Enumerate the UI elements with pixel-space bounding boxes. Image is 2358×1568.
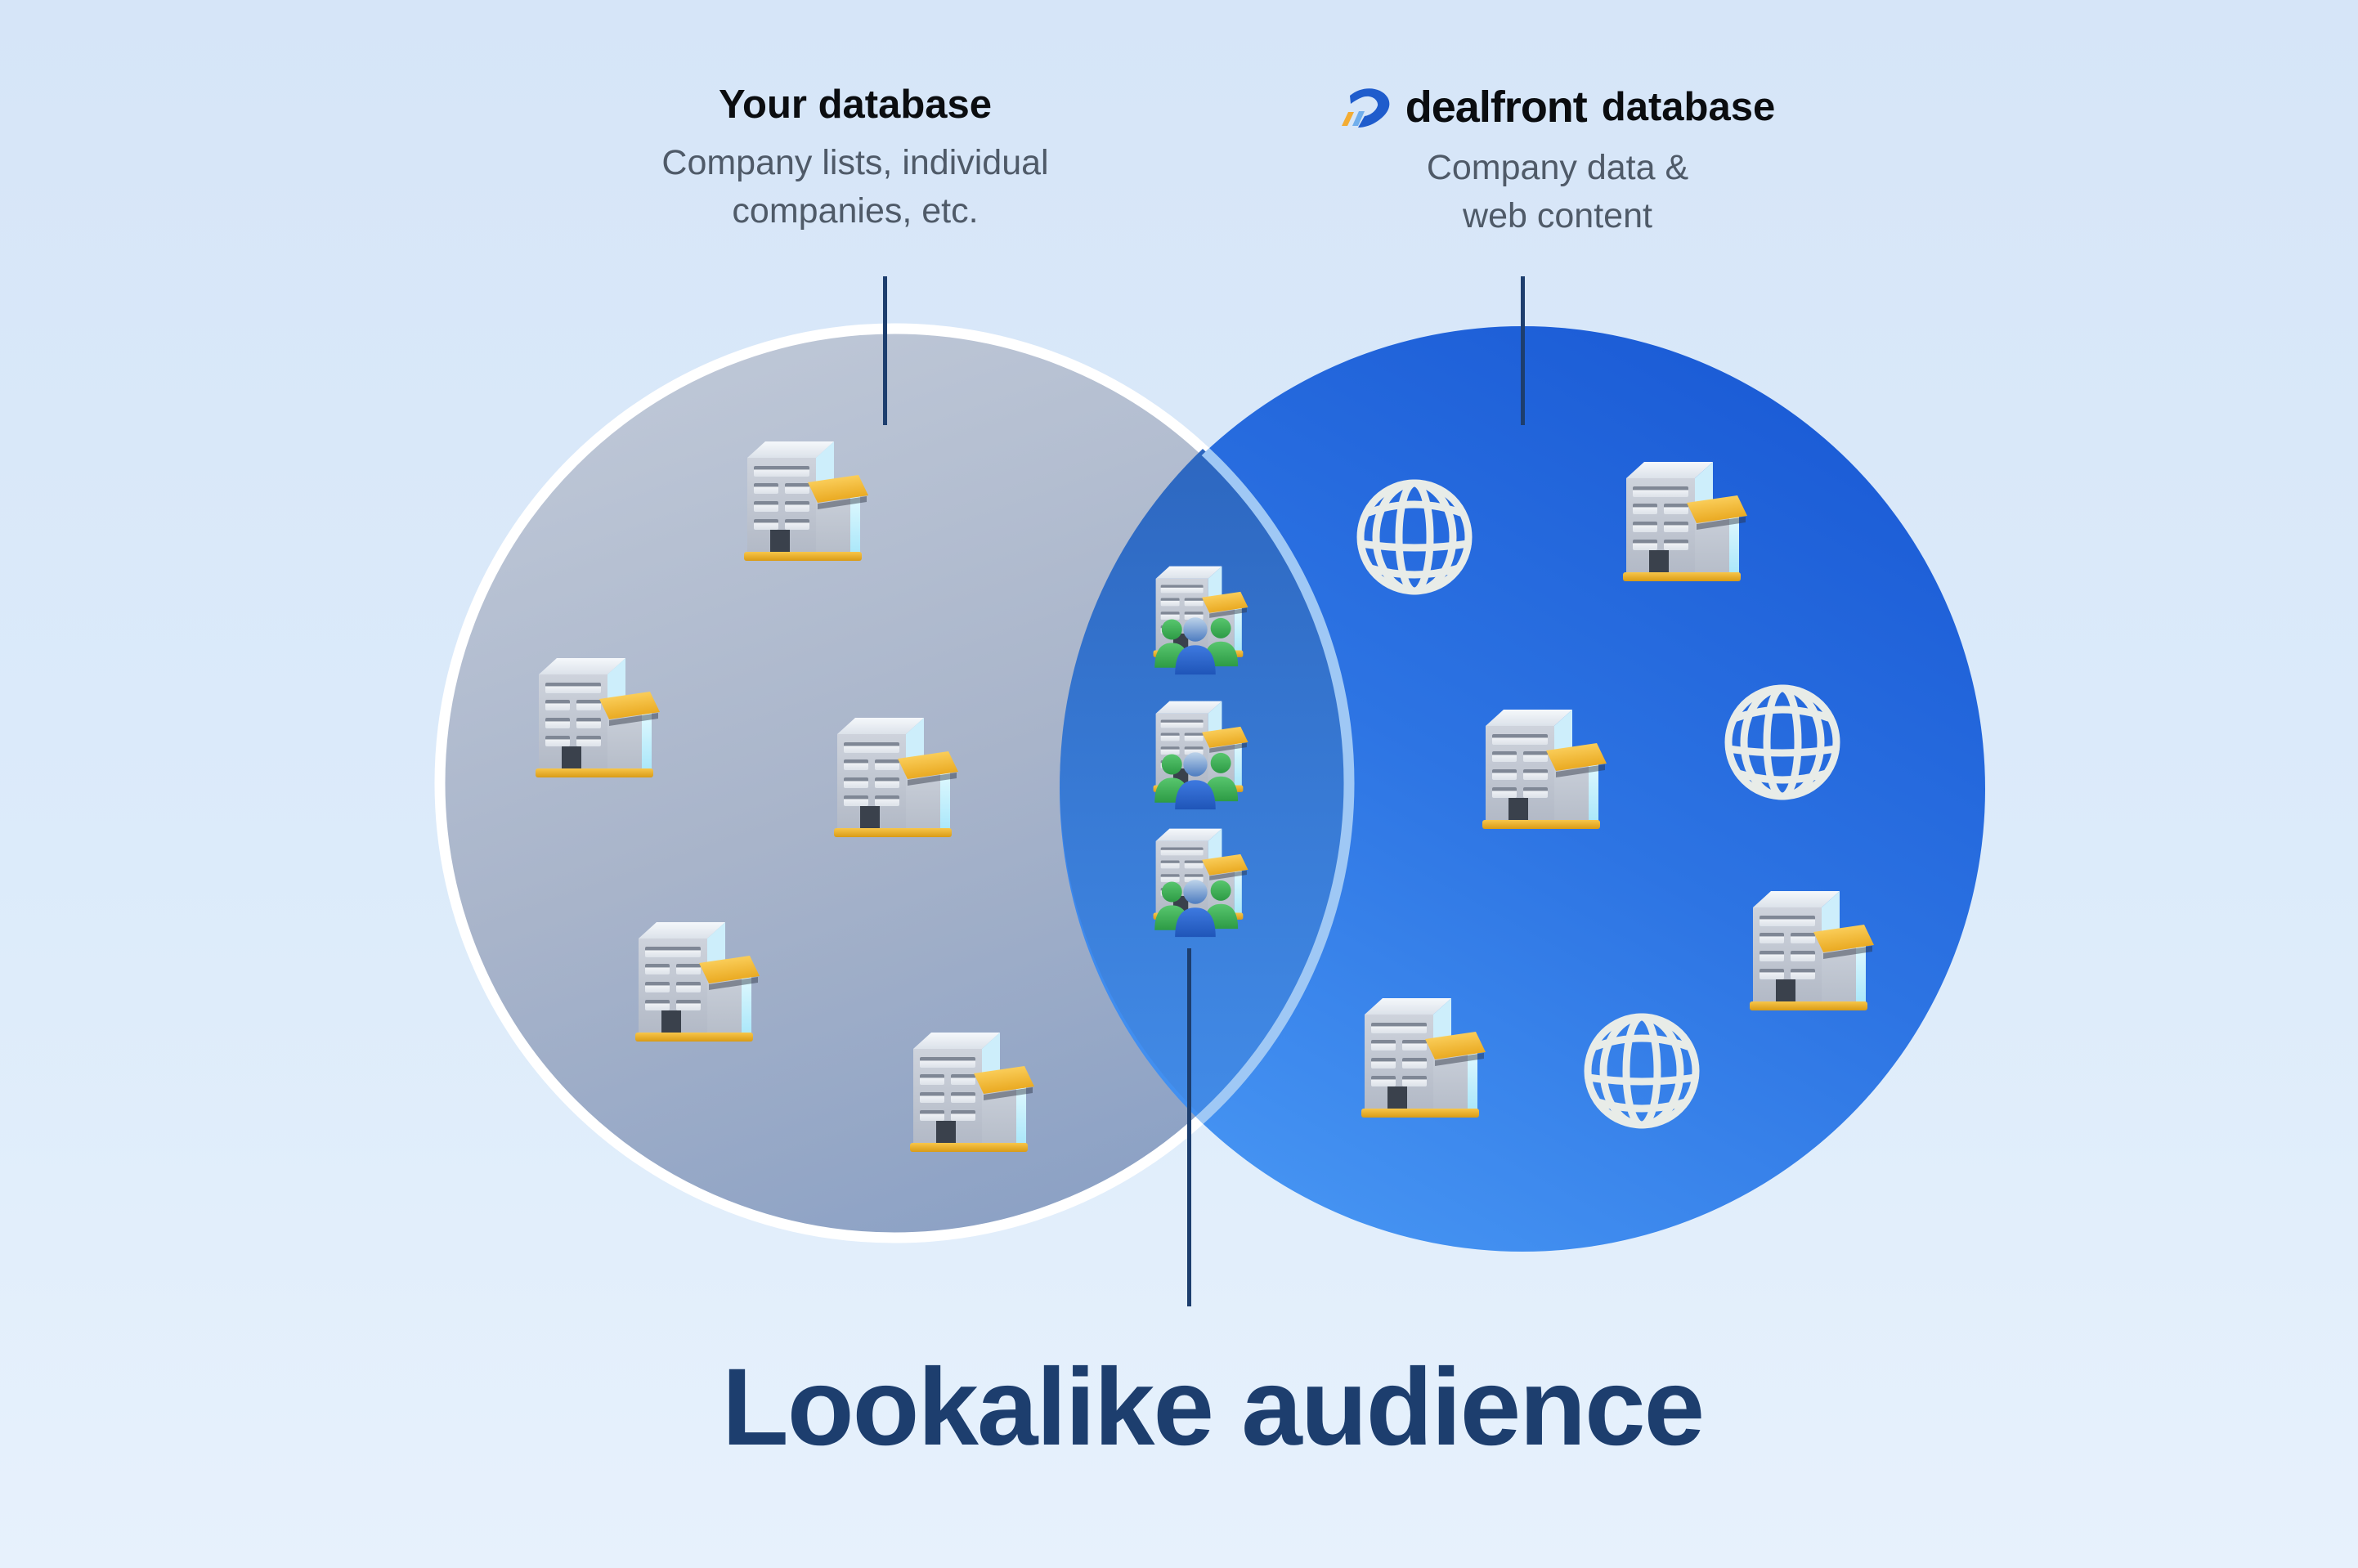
dealfront-wordmark: dealfront [1405, 83, 1588, 132]
your-database-label: Your database Company lists, individual … [446, 82, 1264, 236]
dealfront-brand-row: dealfront database [1149, 82, 1966, 132]
subtitle-line: Company data & [1426, 148, 1689, 187]
your-database-subtitle: Company lists, individual companies, etc… [446, 139, 1264, 236]
dealfront-database-connector-line [1521, 276, 1525, 425]
your-database-connector-line [883, 276, 887, 425]
overlap-rim-highlight [1060, 326, 1355, 1243]
lookalike-audience-connector-line [1187, 948, 1191, 1306]
dealfront-database-title: database [1601, 85, 1776, 129]
dealfront-database-label: dealfront database Company data & web co… [1149, 82, 1966, 241]
dealfront-logo-icon [1341, 88, 1390, 128]
dealfront-database-subtitle: Company data & web content [1149, 144, 1966, 241]
lookalike-audience-title: Lookalike audience [721, 1346, 1705, 1468]
subtitle-line: companies, etc. [732, 191, 979, 231]
subtitle-line: Company lists, individual [661, 143, 1049, 182]
your-database-title: Your database [718, 83, 993, 127]
subtitle-line: web content [1463, 196, 1652, 236]
